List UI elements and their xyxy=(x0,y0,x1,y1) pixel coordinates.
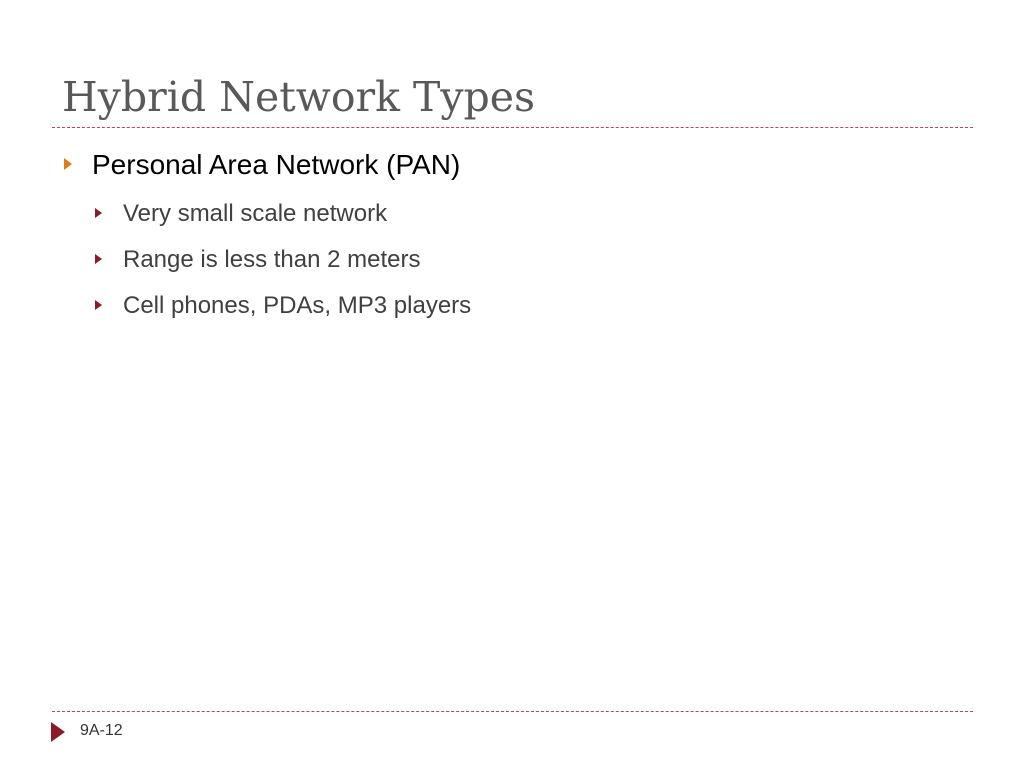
bullet-text: Personal Area Network (PAN) xyxy=(92,149,461,180)
title-divider xyxy=(52,127,973,128)
sub-bullet-text: Very small scale network xyxy=(123,200,388,227)
triangle-right-icon xyxy=(95,254,102,264)
sub-bullet-text: Cell phones, PDAs, MP3 players xyxy=(123,292,472,319)
sub-bullet-text: Range is less than 2 meters xyxy=(123,246,421,273)
slide-title: Hybrid Network Types xyxy=(62,73,536,121)
footer-divider xyxy=(52,711,973,712)
triangle-right-icon xyxy=(64,158,72,170)
triangle-right-icon xyxy=(95,300,102,310)
triangle-right-icon xyxy=(95,208,102,218)
triangle-right-icon xyxy=(51,722,65,742)
page-number: 9A-12 xyxy=(80,722,123,739)
